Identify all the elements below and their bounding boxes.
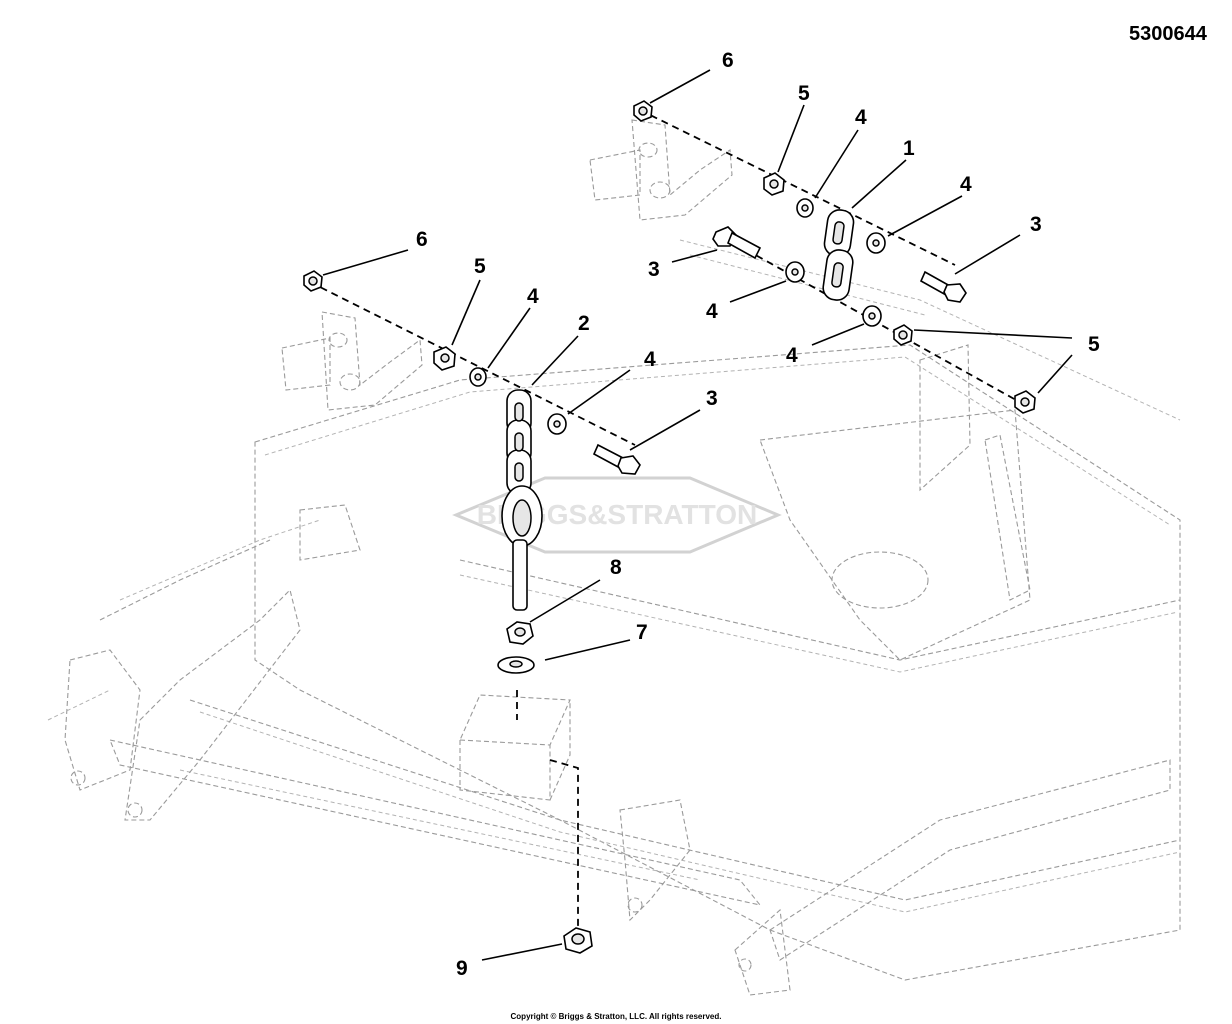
washer-4-left-b [547,413,567,435]
mower-deck-ghost [47,239,1181,996]
callout-4-left-b: 4 [644,348,656,371]
callout-3-upper-left: 3 [648,258,660,281]
washer-4-mid-b [862,305,882,327]
flange-nut-5-right [1014,390,1036,414]
callout-4-left-a: 4 [527,285,539,308]
callout-9: 9 [456,957,468,980]
washer-4-upper-b [866,232,886,254]
callout-2: 2 [578,312,590,335]
washer-7 [497,656,535,674]
callout-7: 7 [636,621,648,644]
locknut-9 [563,927,593,954]
callout-leader-lines [322,69,1073,961]
callout-3-left: 3 [706,387,718,410]
bolt-3-upper-left [712,226,762,260]
callout-6-upper: 6 [722,49,734,72]
callout-4-mid-a: 4 [706,300,718,323]
washer-4-left-a [469,367,487,387]
lift-bracket-right-ghost [589,119,733,221]
locknut-6-upper [633,100,653,122]
flange-nut-5-upper [763,172,785,196]
callout-labels: 6 5 4 1 4 3 3 4 4 5 6 5 4 2 4 3 8 7 9 [416,49,1100,980]
lift-bracket-left-ghost [281,311,423,411]
callout-4-upper-b: 4 [960,173,972,196]
copyright-notice: Copyright © Briggs & Stratton, LLC. All … [511,1012,722,1021]
washer-4-upper-a [796,198,814,218]
bolt-3-upper-right [919,270,967,303]
diagram-number: 5300644 [1129,23,1208,45]
flange-nut-5-mid [893,324,913,346]
callout-6-left: 6 [416,228,428,251]
washer-4-mid-a [785,261,805,283]
callout-5-left: 5 [474,255,486,278]
locknut-6-left [303,270,323,292]
callout-4-mid-b: 4 [786,344,798,367]
callout-8: 8 [610,556,622,579]
callout-3-upper-right: 3 [1030,213,1042,236]
callout-5-upper: 5 [798,82,810,105]
hex-nut-8 [506,621,534,645]
chain-link-1 [822,209,855,301]
callout-4-upper-a: 4 [855,106,867,129]
chain-assembly-2 [501,389,543,611]
callout-5-right: 5 [1088,333,1100,356]
callout-1: 1 [903,137,915,160]
bolt-3-left [592,443,641,475]
flange-nut-5-left [433,346,456,371]
